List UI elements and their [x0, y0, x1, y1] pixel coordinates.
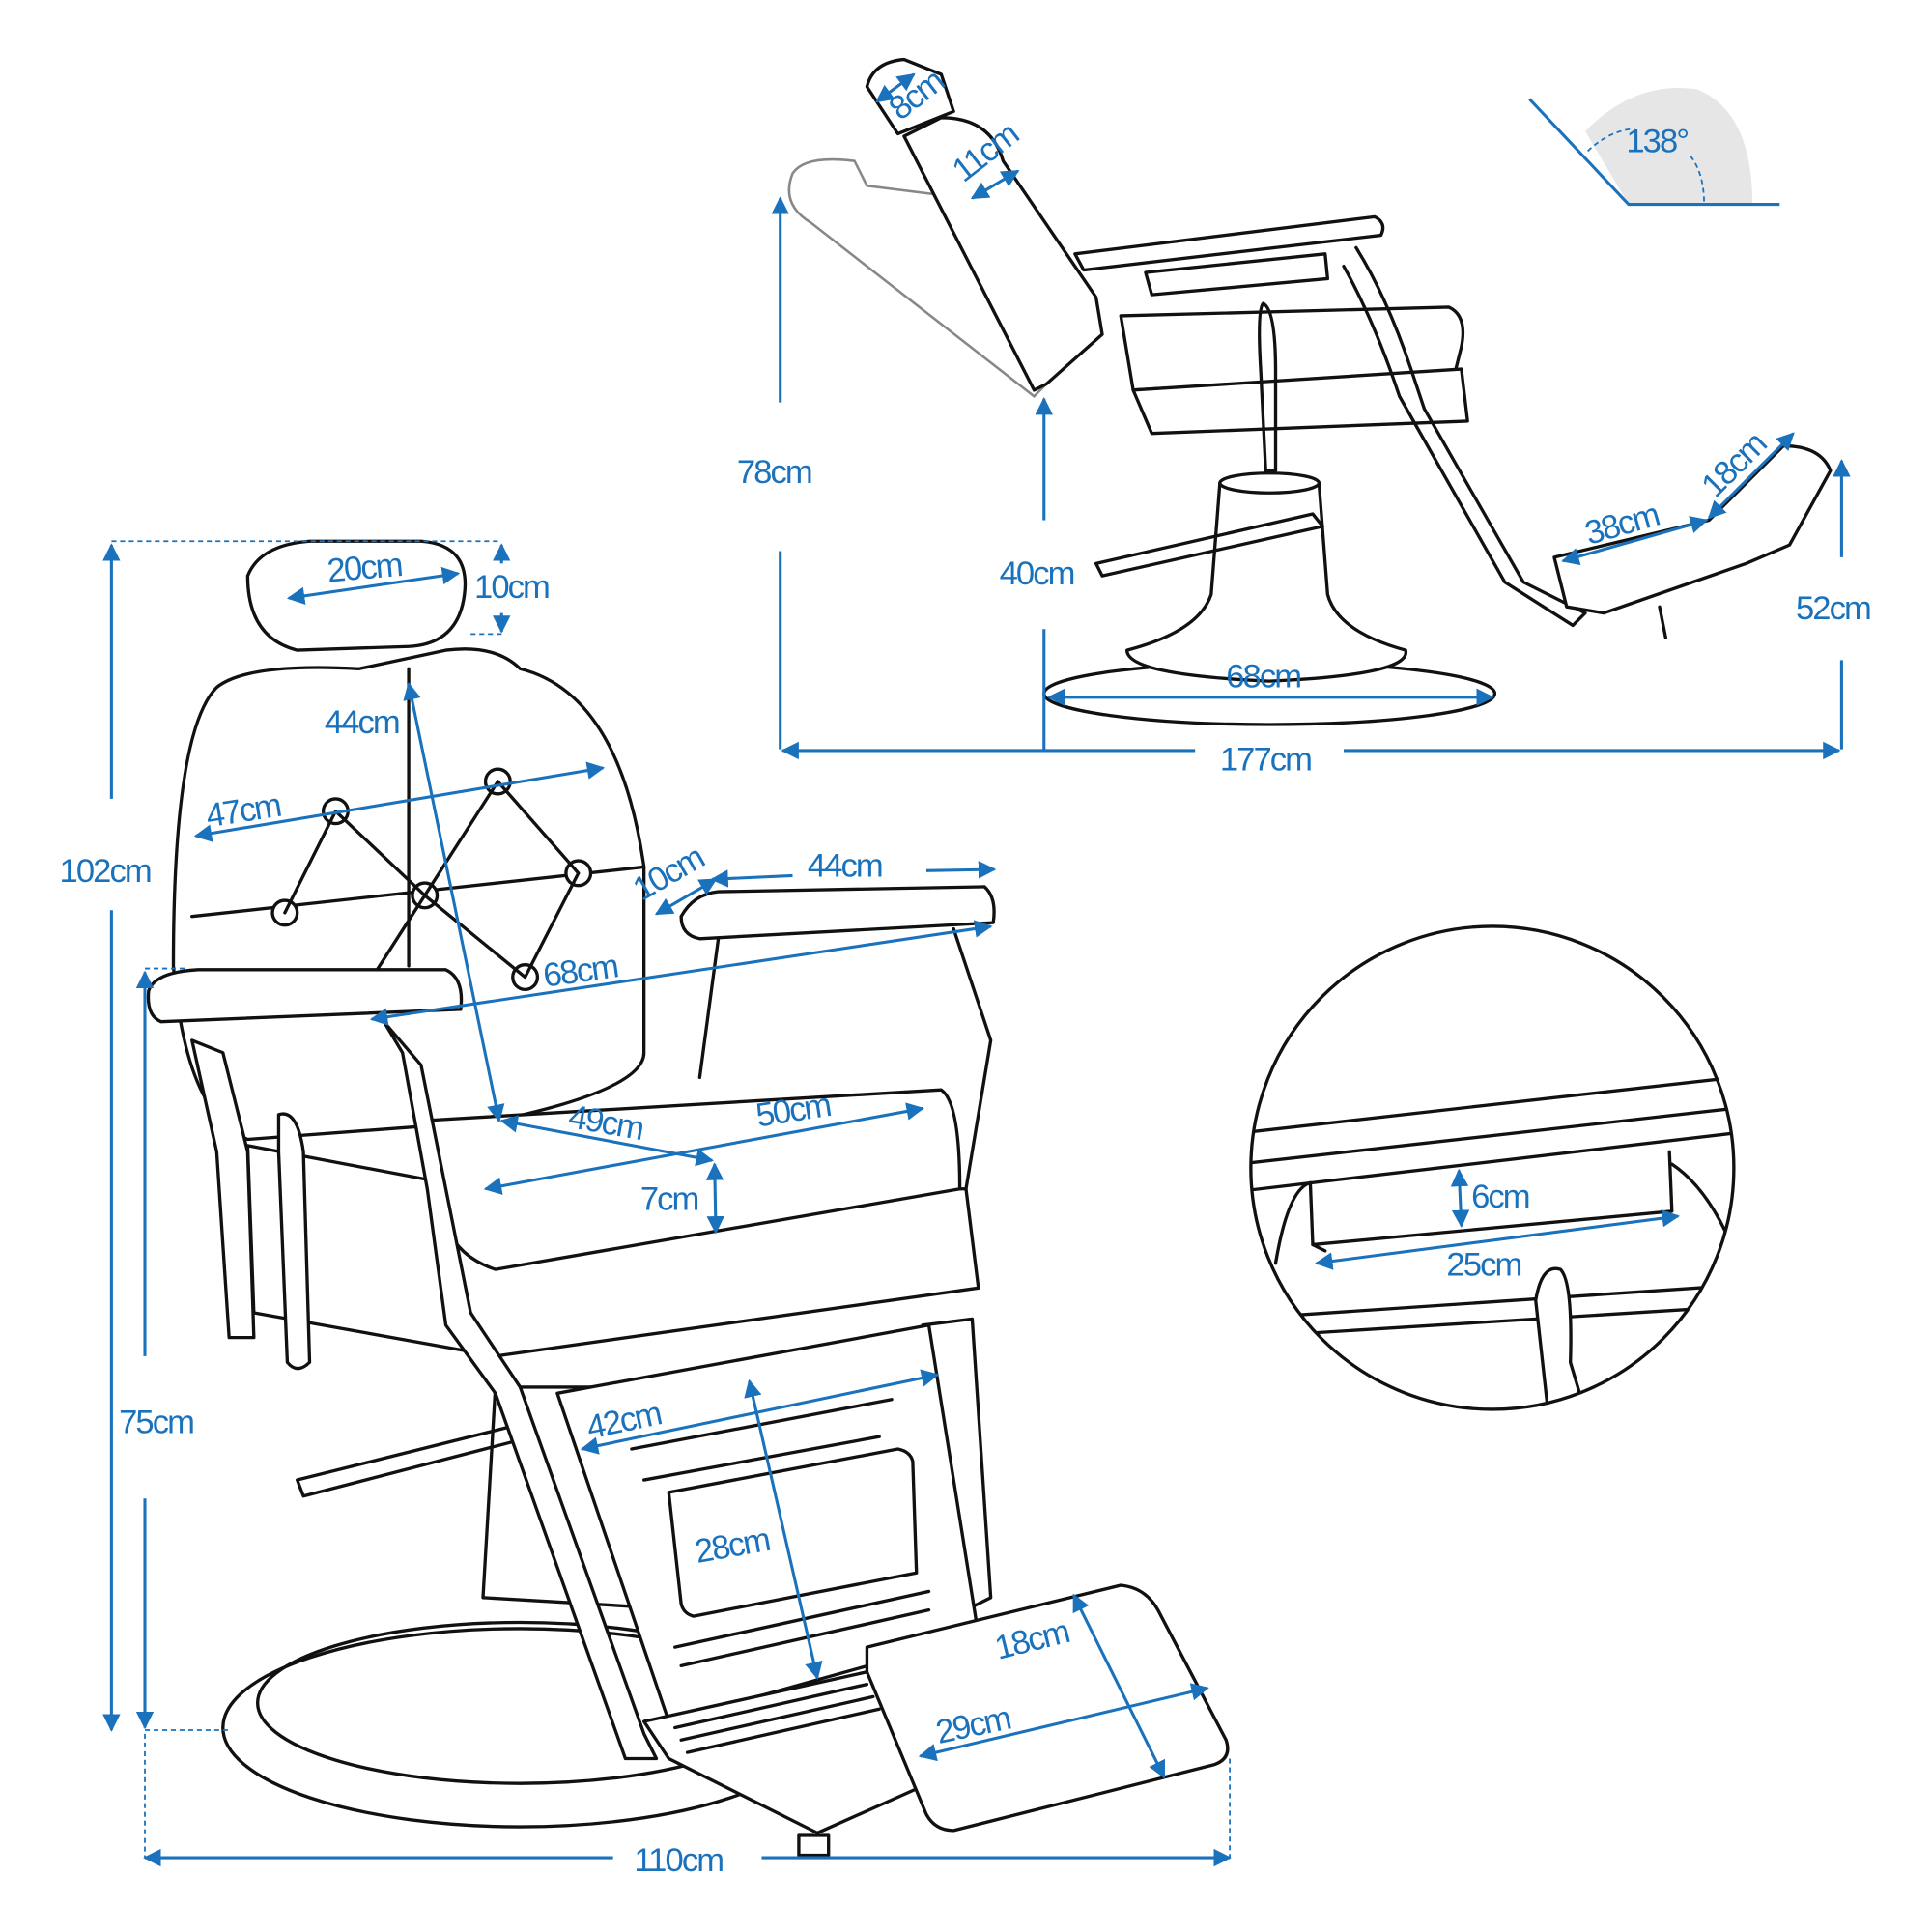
- armrest-length-label: 44cm: [808, 848, 882, 885]
- side-arm-frame: [1342, 245, 1587, 628]
- front-armrest-right: [679, 885, 996, 941]
- front-view: 20cm 10cm 44cm 47cm 102cm 10cm 44cm 68cm…: [60, 539, 1232, 1879]
- backrest-width-dimension: [193, 761, 606, 842]
- side-seat-cushion: [1119, 305, 1465, 392]
- headrest-width-label: 20cm: [326, 547, 403, 590]
- front-arm-frame-left: [382, 1020, 659, 1761]
- handle-width-dimension: [1314, 1208, 1681, 1270]
- total-depth-label: 110cm: [634, 1842, 723, 1879]
- pedestal-height-dimension: [744, 1378, 823, 1680]
- side-recline-lever: [1258, 301, 1278, 472]
- front-footplate: [642, 1670, 931, 1835]
- seat-width-dimension: [483, 1102, 924, 1195]
- side-seat-base: [1131, 367, 1469, 436]
- detail-seat-edges: [1250, 1284, 1734, 1340]
- backrest-height-label: 44cm: [325, 704, 399, 741]
- armrest-length-dimension: [925, 861, 997, 879]
- footrest-pad-dimension: [1707, 432, 1795, 520]
- side-pedestal: [1125, 481, 1407, 683]
- footplate-width-dimension: [918, 1683, 1209, 1762]
- side-backrest: [902, 116, 1104, 392]
- side-footrest-stop: [1658, 605, 1668, 639]
- headrest-pad-dimension: [970, 169, 1020, 200]
- detail-view: 6cm 25cm: [1249, 924, 1736, 1411]
- front-recline-lever: [276, 1112, 312, 1371]
- footrest-length-dimension: [1561, 516, 1709, 566]
- armrest-height-label: 75cm: [119, 1404, 193, 1440]
- total-height-label: 102cm: [60, 853, 151, 890]
- reclined-height-label: 78cm: [737, 454, 811, 491]
- footrest-height-label: 52cm: [1796, 590, 1870, 627]
- side-armrest: [1073, 214, 1385, 272]
- handle-height-dimension: [1450, 1168, 1470, 1229]
- handle-width-label: 25cm: [1446, 1247, 1520, 1284]
- side-view: 138° 8cm 11cm 78cm 40cm 68cm 177cm 38cm …: [737, 57, 1872, 778]
- detail-lever: [1534, 1266, 1587, 1409]
- reclined-length-label: 177cm: [1220, 741, 1311, 778]
- outer-width-dimension: [369, 920, 993, 1026]
- armrest-length-dimension: [710, 869, 793, 888]
- seat-height-label: 40cm: [1000, 555, 1074, 592]
- seat-thickness-dimension: [705, 1162, 724, 1235]
- headrest-depth-dimension: [875, 72, 916, 103]
- angle-shading: [1585, 87, 1753, 205]
- armrest-width-dimension: [654, 877, 718, 916]
- base-diameter-label: 68cm: [1226, 659, 1300, 696]
- recline-angle-label: 138°: [1626, 124, 1688, 160]
- detail-circle-border: [1249, 924, 1736, 1411]
- side-armrest-handle: [1144, 252, 1330, 297]
- seat-thickness-label: 7cm: [640, 1181, 698, 1218]
- handle-height-label: 6cm: [1471, 1179, 1529, 1215]
- front-footplate-grooves: [673, 1682, 881, 1754]
- headrest-height-label: 10cm: [474, 569, 549, 606]
- side-pedestal-top: [1218, 471, 1321, 495]
- detail-armrest-edges: [1250, 1075, 1734, 1194]
- front-leveling-foot: [797, 1833, 831, 1858]
- headrest-width-dimension: [286, 566, 461, 605]
- front-rear-frame: [190, 1038, 256, 1340]
- angle-arc: [1586, 128, 1705, 205]
- backrest-height-dimension: [403, 681, 505, 1123]
- angle-lines: [1528, 98, 1780, 207]
- side-pump-lever: [1094, 512, 1324, 578]
